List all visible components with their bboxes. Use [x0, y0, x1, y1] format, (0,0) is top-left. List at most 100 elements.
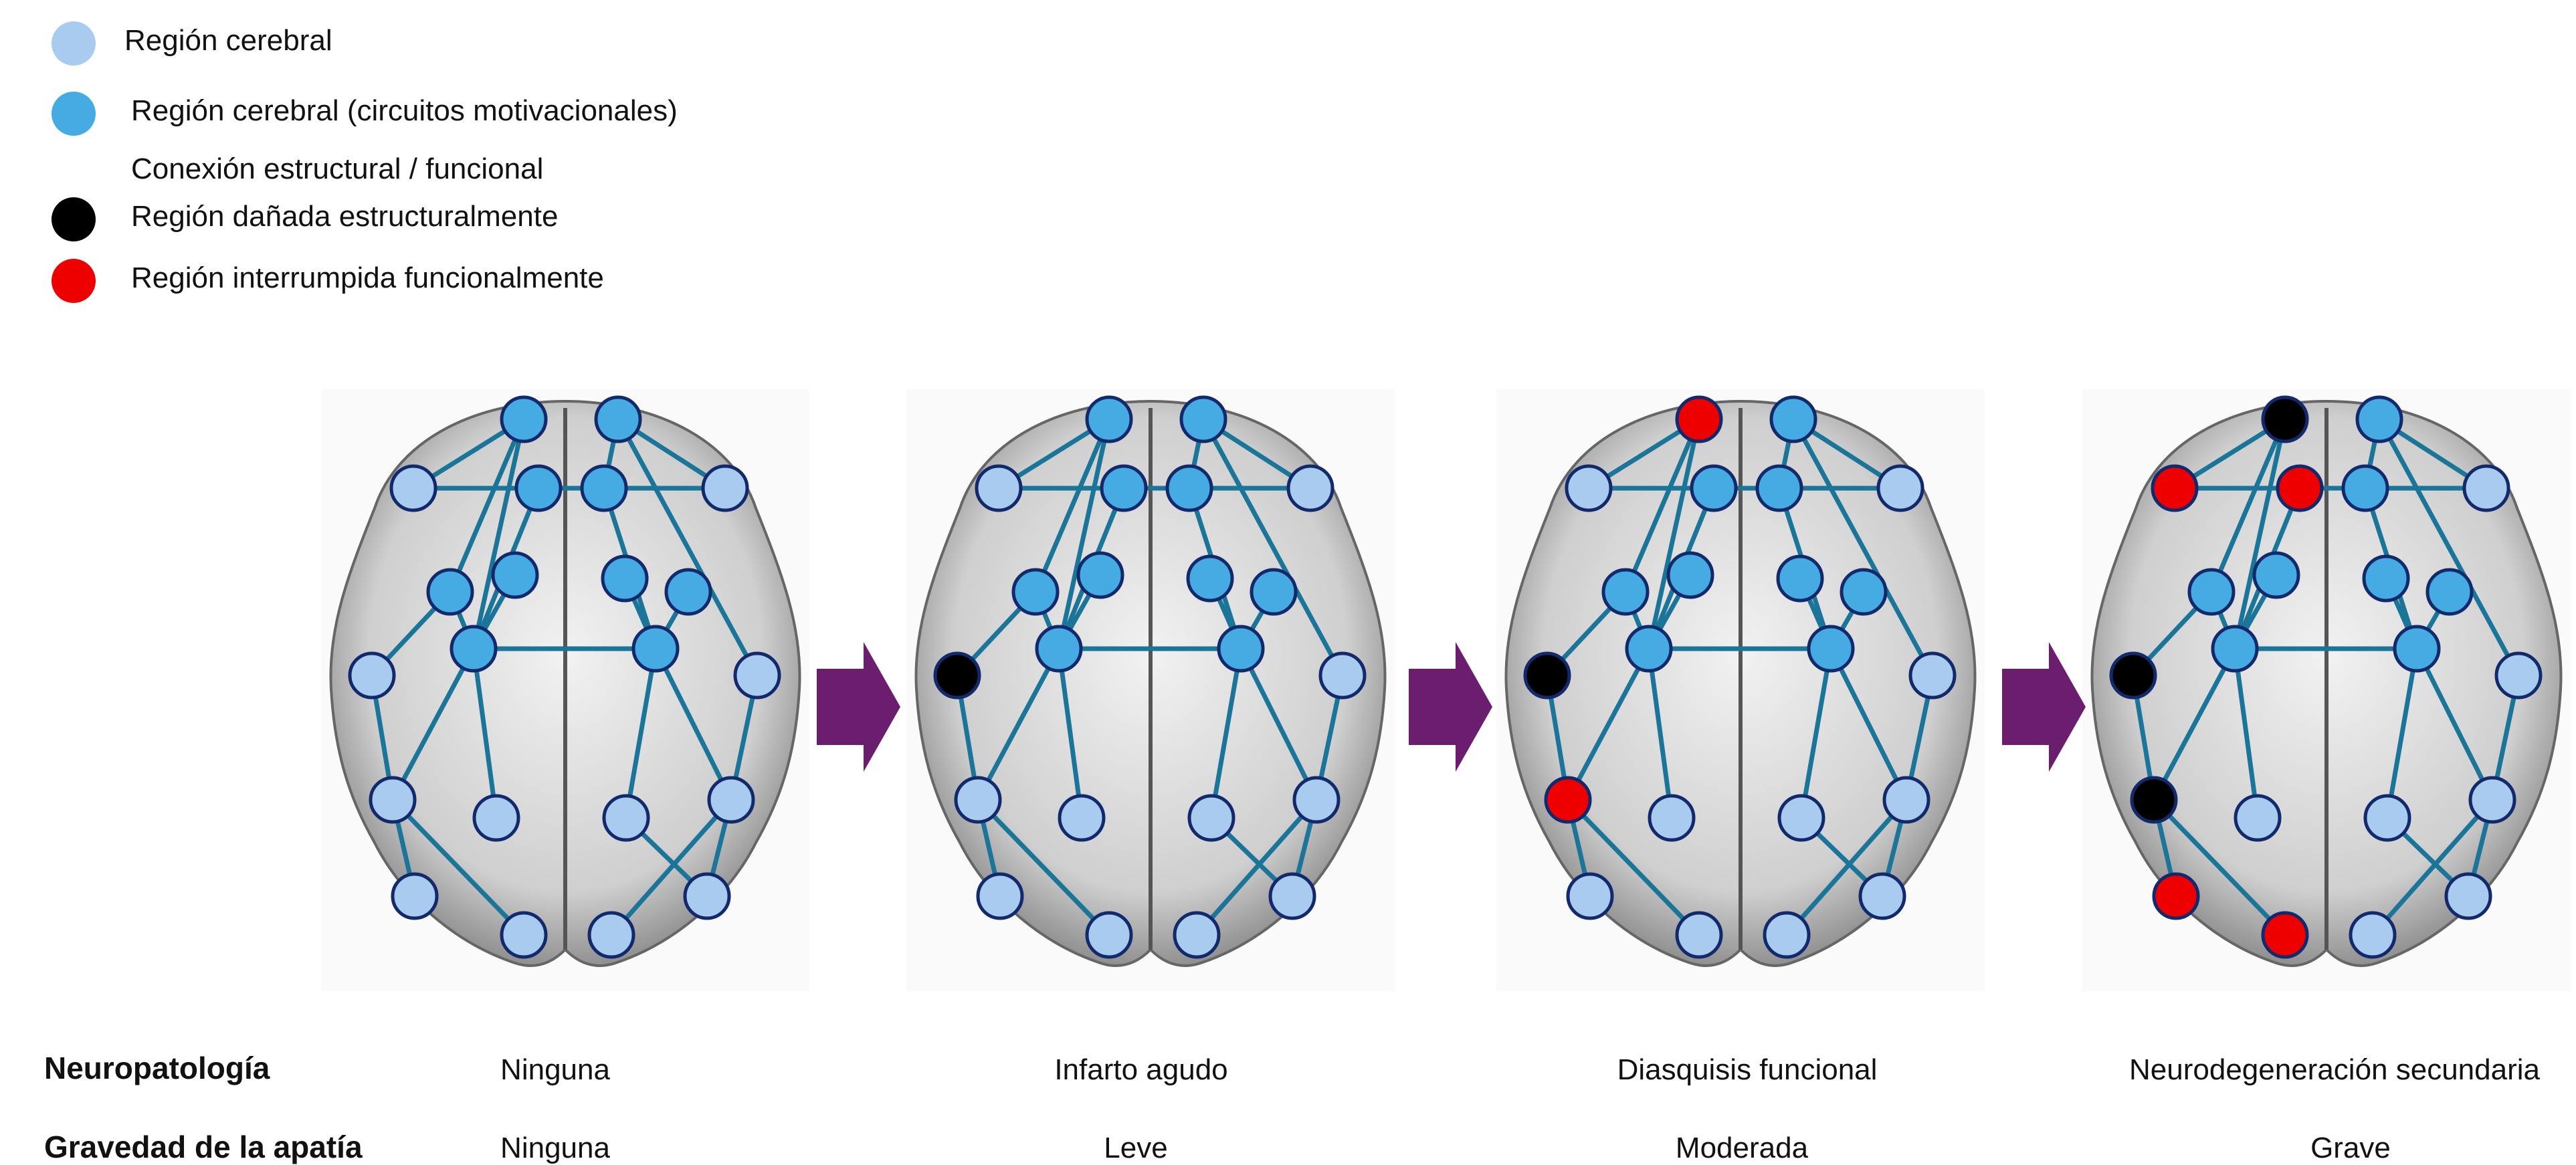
legend-item-motivational-region: Región cerebral (circuitos motivacionale…: [0, 84, 870, 144]
brain-region-node: [1087, 913, 1131, 957]
brain-region-node: [589, 913, 633, 957]
brain-region-node: [2278, 466, 2322, 510]
legend-dot-light-blue-icon: [52, 21, 96, 66]
brain-region-node: [1692, 466, 1736, 510]
legend-dot-black-icon: [52, 197, 96, 241]
brain-region-node: [1878, 466, 1922, 510]
brain-region-node: [1219, 627, 1263, 671]
brain-region-node: [1175, 913, 1219, 957]
brain-region-node: [582, 466, 626, 510]
legend-dot-blue-icon: [52, 92, 96, 136]
brain-region-node: [1252, 570, 1296, 614]
progression-arrow-icon: [817, 642, 900, 772]
brain-region-node: [2446, 874, 2490, 918]
brain-region-node: [2357, 397, 2401, 441]
brain-region-node: [1677, 397, 1721, 441]
brain-region-node: [1189, 796, 1233, 840]
brain-region-node: [1060, 796, 1104, 840]
brain-region-node: [428, 570, 472, 614]
brain-region-node: [1546, 778, 1590, 822]
legend-label: Región interrumpida funcionalmente: [131, 261, 604, 295]
brain-region-node: [1525, 653, 1569, 698]
brain-region-node: [978, 874, 1022, 918]
apathy-value: Ninguna: [500, 1132, 610, 1165]
brain-region-node: [1884, 778, 1928, 822]
legend-label: Región cerebral (circuitos motivacionale…: [131, 94, 678, 128]
brain-region-node: [1568, 874, 1612, 918]
neuropathology-value: Neurodegeneración secundaria: [2129, 1053, 2540, 1087]
brain-region-node: [2153, 466, 2197, 510]
brain-region-node: [2154, 874, 2198, 918]
brain-region-node: [1677, 913, 1721, 957]
legend-label: Región cerebral: [124, 24, 332, 58]
brain-region-node: [1270, 874, 1314, 918]
apathy-value: Leve: [1104, 1132, 1167, 1165]
neuropathology-label: Neuropatología: [44, 1050, 270, 1086]
brain-region-node: [474, 796, 518, 840]
brain-region-node: [1860, 874, 1904, 918]
brain-region-node: [709, 778, 753, 822]
brain-region-node: [2464, 466, 2508, 510]
brain-region-node: [1188, 556, 1232, 601]
brain-region-node: [2254, 553, 2298, 597]
brain-region-node: [735, 653, 779, 698]
brain-region-node: [1167, 466, 1211, 510]
brain-region-node: [502, 913, 546, 957]
brain-region-node: [391, 466, 435, 510]
brain-region-node: [633, 627, 678, 671]
brain-region-node: [977, 466, 1021, 510]
progression-arrow-icon: [1409, 642, 1492, 772]
brain-region-node: [1288, 466, 1332, 510]
apathy-value: Moderada: [1676, 1132, 1808, 1165]
brain-panel-4: [2082, 389, 2571, 991]
brain-region-node: [2213, 627, 2257, 671]
brain-region-node: [1779, 796, 1823, 840]
brain-panel-3: [1496, 389, 1985, 991]
apathy-label: Gravedad de la apatía: [44, 1129, 363, 1165]
brain-region-node: [703, 466, 747, 510]
brain-region-node: [2189, 570, 2234, 614]
brain-panel-2: [906, 389, 1395, 991]
brain-region-node: [2236, 796, 2280, 840]
brain-region-node: [2365, 796, 2409, 840]
brain-region-node: [1087, 397, 1131, 441]
brain-region-node: [2263, 397, 2307, 441]
brain-region-node: [1809, 627, 1853, 671]
legend-dot-red-icon: [52, 259, 96, 303]
brain-region-node: [502, 397, 546, 441]
neuropathology-value: Infarto agudo: [1054, 1053, 1227, 1087]
brain-region-node: [935, 653, 979, 698]
neuropathology-value: Diasquisis funcional: [1617, 1053, 1878, 1087]
brain-panel-1: [321, 389, 809, 991]
brain-region-node: [1627, 627, 1671, 671]
apathy-value: Grave: [2310, 1132, 2391, 1165]
brain-region-node: [2395, 627, 2439, 671]
brain-region-node: [1650, 796, 1694, 840]
brain-region-node: [666, 570, 710, 614]
legend-item-brain-region: Región cerebral: [0, 13, 870, 74]
brain-region-node: [493, 553, 537, 597]
brain-region-node: [1078, 553, 1122, 597]
brain-region-node: [1567, 466, 1611, 510]
brain-region-node: [1668, 553, 1712, 597]
brain-region-node: [2364, 556, 2408, 601]
brain-region-node: [1603, 570, 1648, 614]
legend-label: Región dañada estructuralmente: [131, 200, 558, 233]
brain-region-node: [604, 796, 648, 840]
brain-region-node: [1102, 466, 1146, 510]
brain-region-node: [1181, 397, 1225, 441]
brain-region-node: [956, 778, 1000, 822]
brain-region-node: [1320, 653, 1365, 698]
brain-region-node: [2428, 570, 2472, 614]
neuropathology-value: Ninguna: [500, 1053, 610, 1087]
brain-region-node: [516, 466, 561, 510]
legend-item-damaged-region: Región dañada estructuralmente: [0, 189, 870, 249]
legend-item-disrupted-region: Región interrumpida funcionalmente: [0, 251, 870, 311]
brain-region-node: [1771, 397, 1815, 441]
progression-arrow-icon: [2002, 642, 2086, 772]
legend-label: Conexión estructural / funcional: [131, 152, 543, 186]
brain-region-node: [685, 874, 729, 918]
brain-region-node: [393, 874, 437, 918]
brain-region-node: [1842, 570, 1886, 614]
brain-region-node: [1765, 913, 1809, 957]
